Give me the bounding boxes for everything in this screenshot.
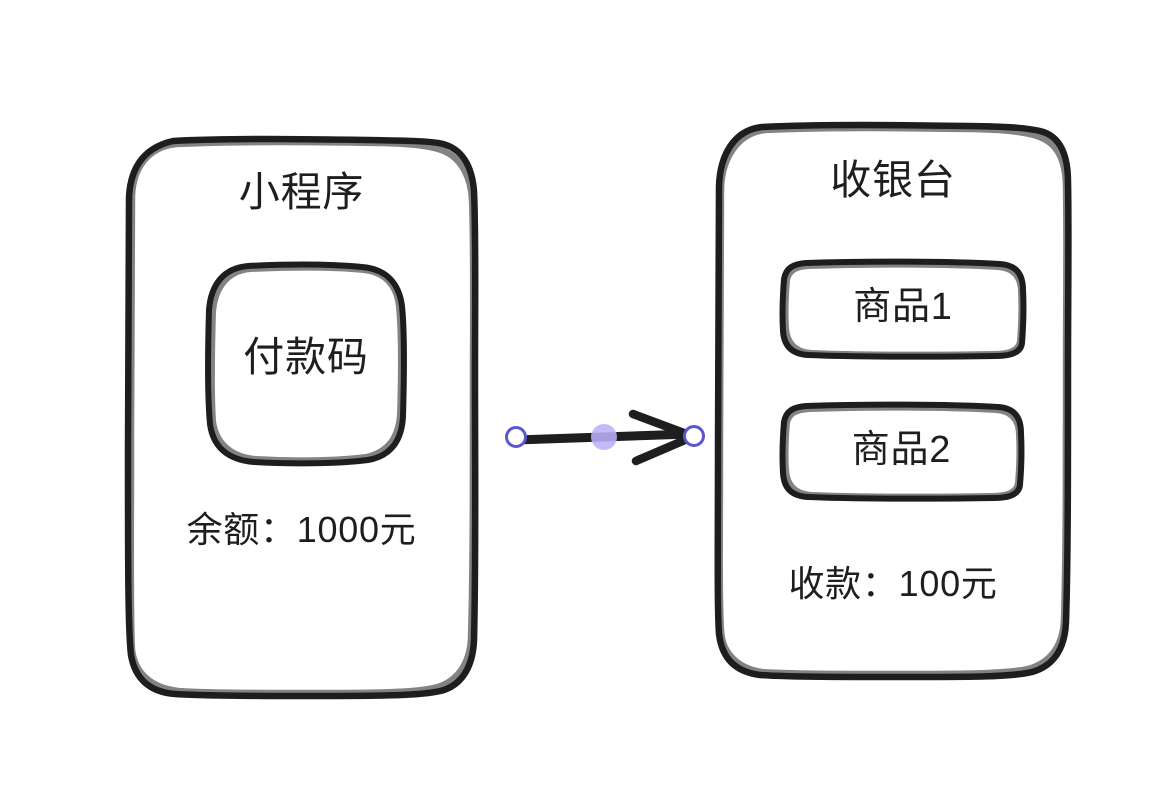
item-label-2: 商品2 — [851, 429, 952, 471]
arrow-end-handle[interactable] — [683, 425, 705, 447]
right-panel-title: 收银台 — [830, 157, 956, 203]
item-label-1: 商品1 — [853, 286, 953, 328]
arrow-midpoint-handle[interactable] — [591, 424, 617, 450]
left-panel-title: 小程序 — [238, 169, 365, 215]
balance-label: 余额：1000元 — [186, 509, 417, 550]
payment-code-label: 付款码 — [243, 334, 369, 380]
receipt-label: 收款：100元 — [788, 563, 998, 604]
left-panel-outline — [124, 135, 479, 700]
arrow-start-handle[interactable] — [505, 426, 527, 448]
